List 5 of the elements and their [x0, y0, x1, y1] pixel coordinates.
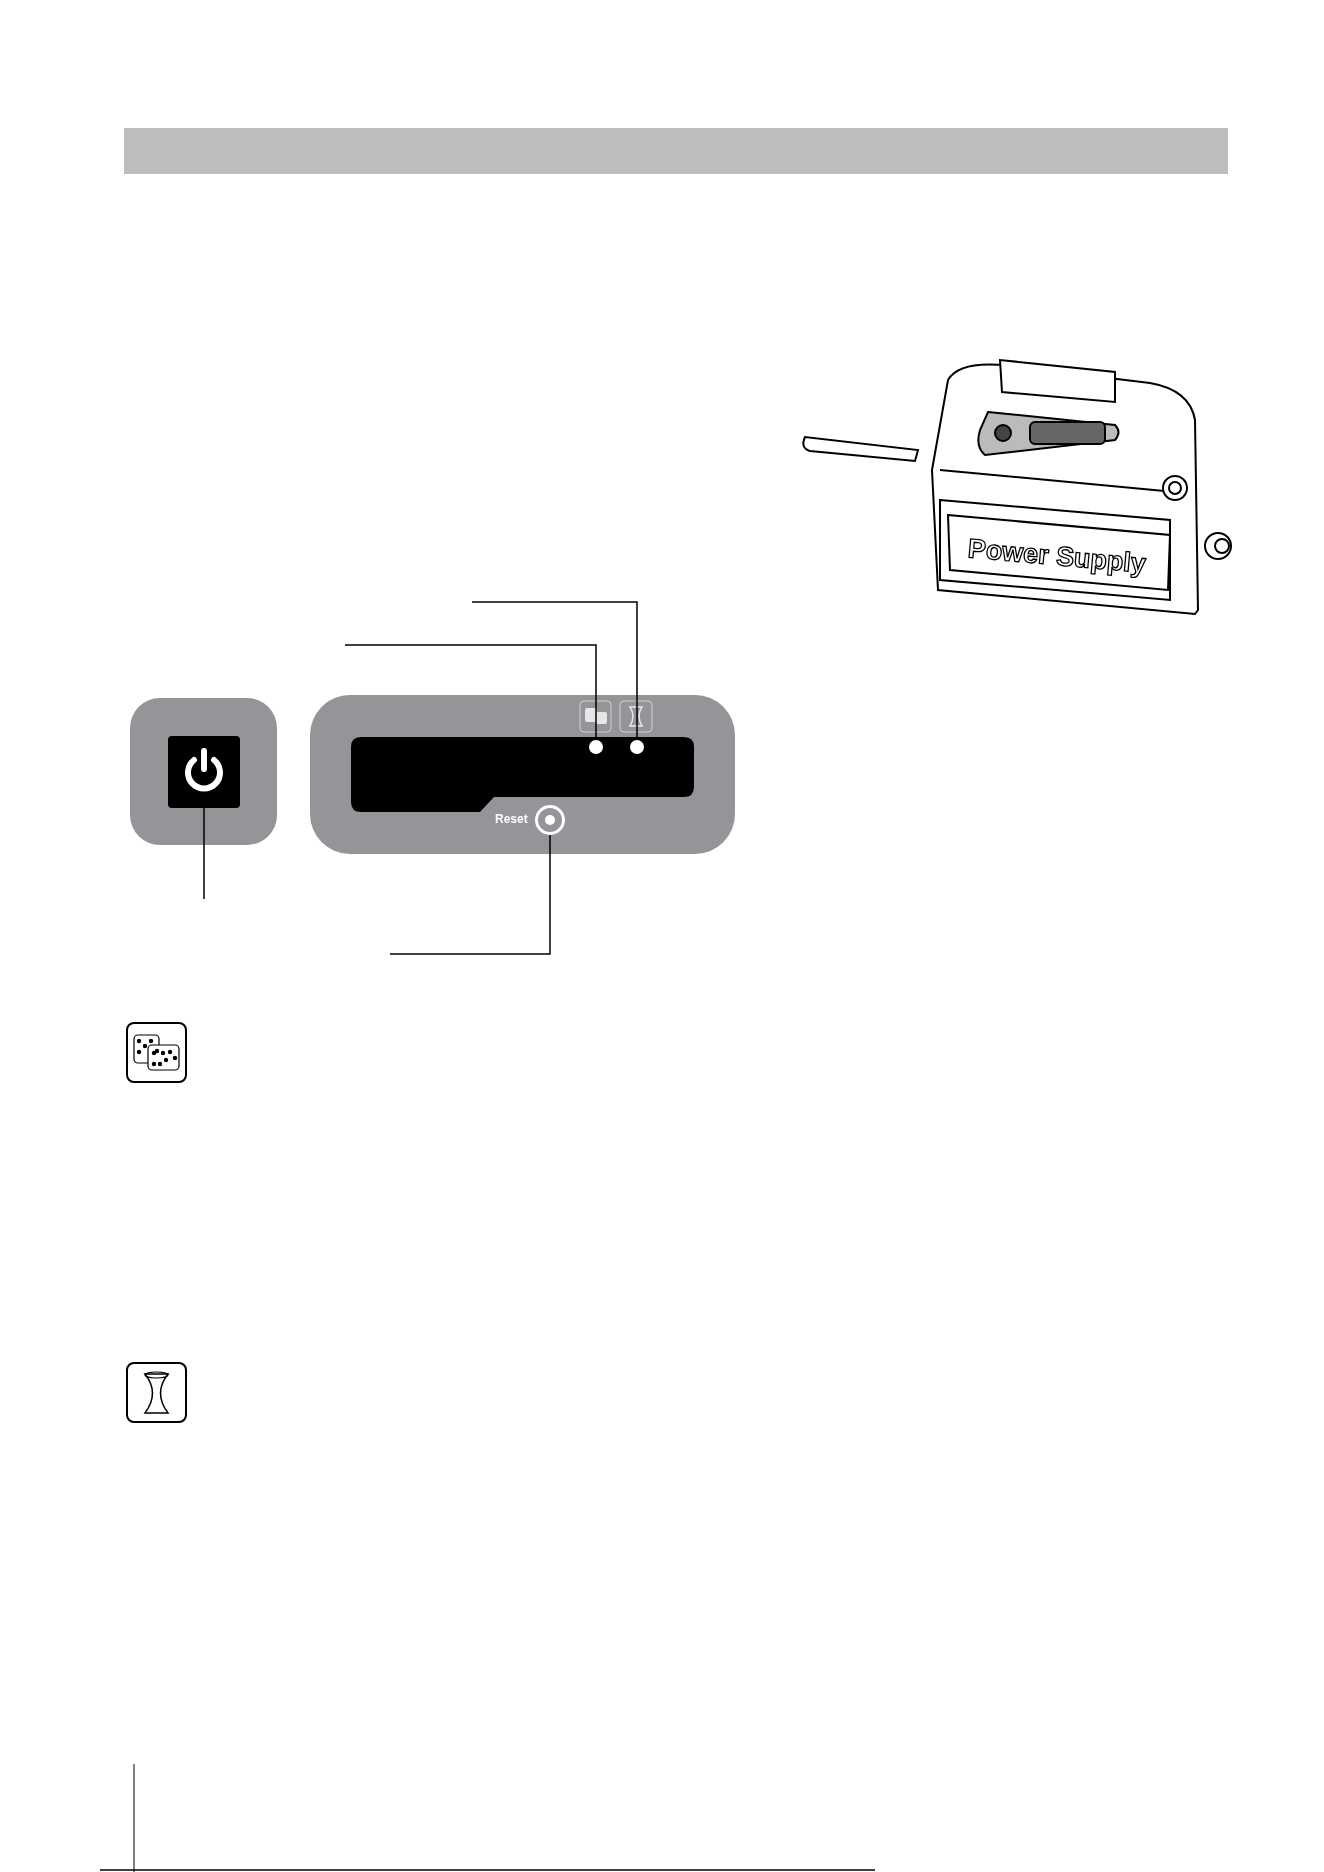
leader-line — [203, 807, 205, 900]
leader-line — [389, 834, 551, 955]
power-button — [168, 736, 240, 808]
device-label: Power Supply — [966, 533, 1148, 579]
button-label: Reset — [495, 812, 528, 826]
